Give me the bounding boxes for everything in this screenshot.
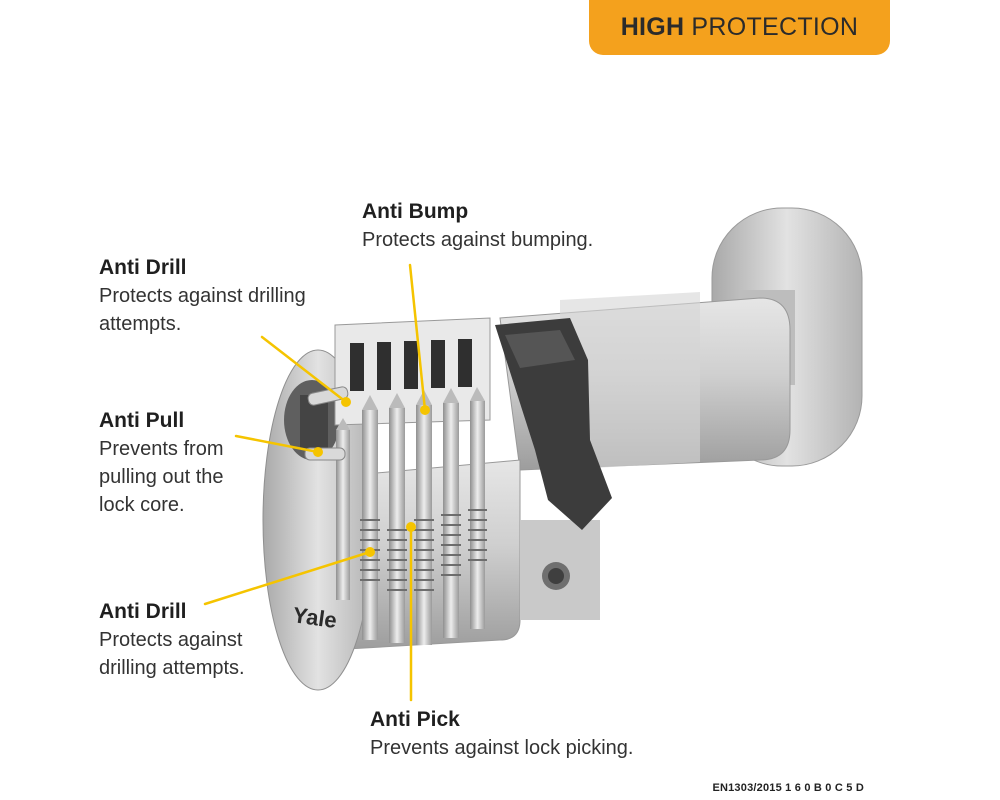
- feature-anti-pull: Anti Pull Prevents from pulling out the …: [99, 407, 224, 519]
- feature-anti-drill-bottom: Anti Drill Protects against drilling att…: [99, 598, 245, 682]
- feature-title: Anti Drill: [99, 600, 187, 623]
- badge-bold: HIGH: [620, 13, 685, 41]
- feature-title: Anti Drill: [99, 256, 187, 279]
- feature-desc: Protects against bumping.: [362, 229, 594, 251]
- brand-logo: Yale: [291, 602, 338, 633]
- leader-anti-pull: [234, 434, 320, 454]
- feature-anti-drill-top: Anti Drill Protects against drilling att…: [99, 254, 306, 338]
- feature-desc: Prevents against lock picking.: [370, 737, 634, 759]
- feature-desc-line: pulling out the: [99, 466, 224, 488]
- cam: [495, 318, 612, 530]
- certification-code: EN1303/2015 1 6 0 B 0 C 5 D: [712, 782, 864, 794]
- leader-anti-drill-top: [260, 335, 348, 404]
- feature-anti-bump: Anti Bump Protects against bumping.: [362, 198, 593, 254]
- feature-desc-line: drilling attempts.: [99, 657, 245, 679]
- feature-anti-pick: Anti Pick Prevents against lock picking.: [370, 706, 633, 762]
- protection-badge: HIGH PROTECTION: [589, 0, 890, 55]
- feature-desc-line: Protects against drilling: [99, 285, 306, 307]
- leader-anti-bump: [408, 263, 427, 412]
- feature-title: Anti Pick: [370, 708, 460, 731]
- feature-desc-line: Prevents from: [99, 438, 224, 460]
- feature-desc-line: attempts.: [99, 313, 182, 335]
- feature-title: Anti Pull: [99, 409, 185, 432]
- feature-desc-line: Protects against: [99, 629, 243, 651]
- leader-anti-drill-bottom: [203, 550, 372, 606]
- badge-light: PROTECTION: [691, 13, 859, 41]
- pin-stacks: [336, 387, 487, 645]
- feature-title: Anti Bump: [362, 200, 469, 223]
- feature-desc-line: lock core.: [99, 494, 185, 516]
- leader-lines: [203, 263, 427, 702]
